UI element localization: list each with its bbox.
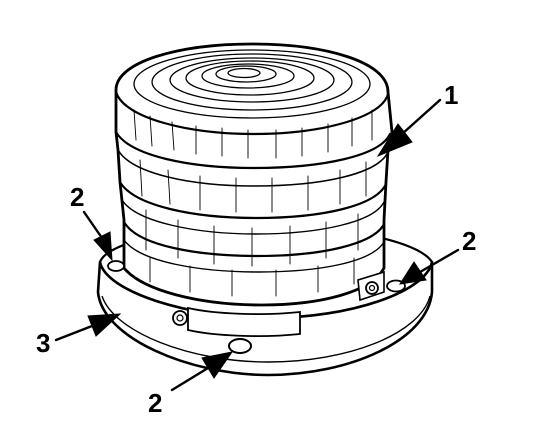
leader-arrows	[54, 98, 460, 392]
lens-ribs	[114, 130, 392, 273]
mounting-screws	[107, 260, 406, 354]
arrow-callout-2-left	[82, 210, 113, 262]
callout-2-left: 2	[70, 182, 84, 212]
mounting-screw-bottom	[228, 338, 252, 354]
callout-1: 1	[444, 80, 458, 110]
callout-labels: 1 2 2 2 3	[36, 80, 476, 418]
callout-3: 3	[36, 328, 50, 358]
arrow-callout-2-right	[398, 248, 460, 285]
arrow-callout-1	[376, 98, 442, 158]
clamp-band	[172, 270, 385, 337]
lens-texture	[133, 109, 373, 297]
top-rings	[133, 49, 371, 119]
callout-2-bottom: 2	[148, 388, 162, 418]
mounting-screw-left	[107, 260, 125, 272]
arrow-callout-3	[54, 313, 122, 342]
callout-2-right: 2	[462, 226, 476, 256]
lens-dome	[114, 42, 394, 307]
arrow-callout-2-bottom	[170, 351, 234, 392]
